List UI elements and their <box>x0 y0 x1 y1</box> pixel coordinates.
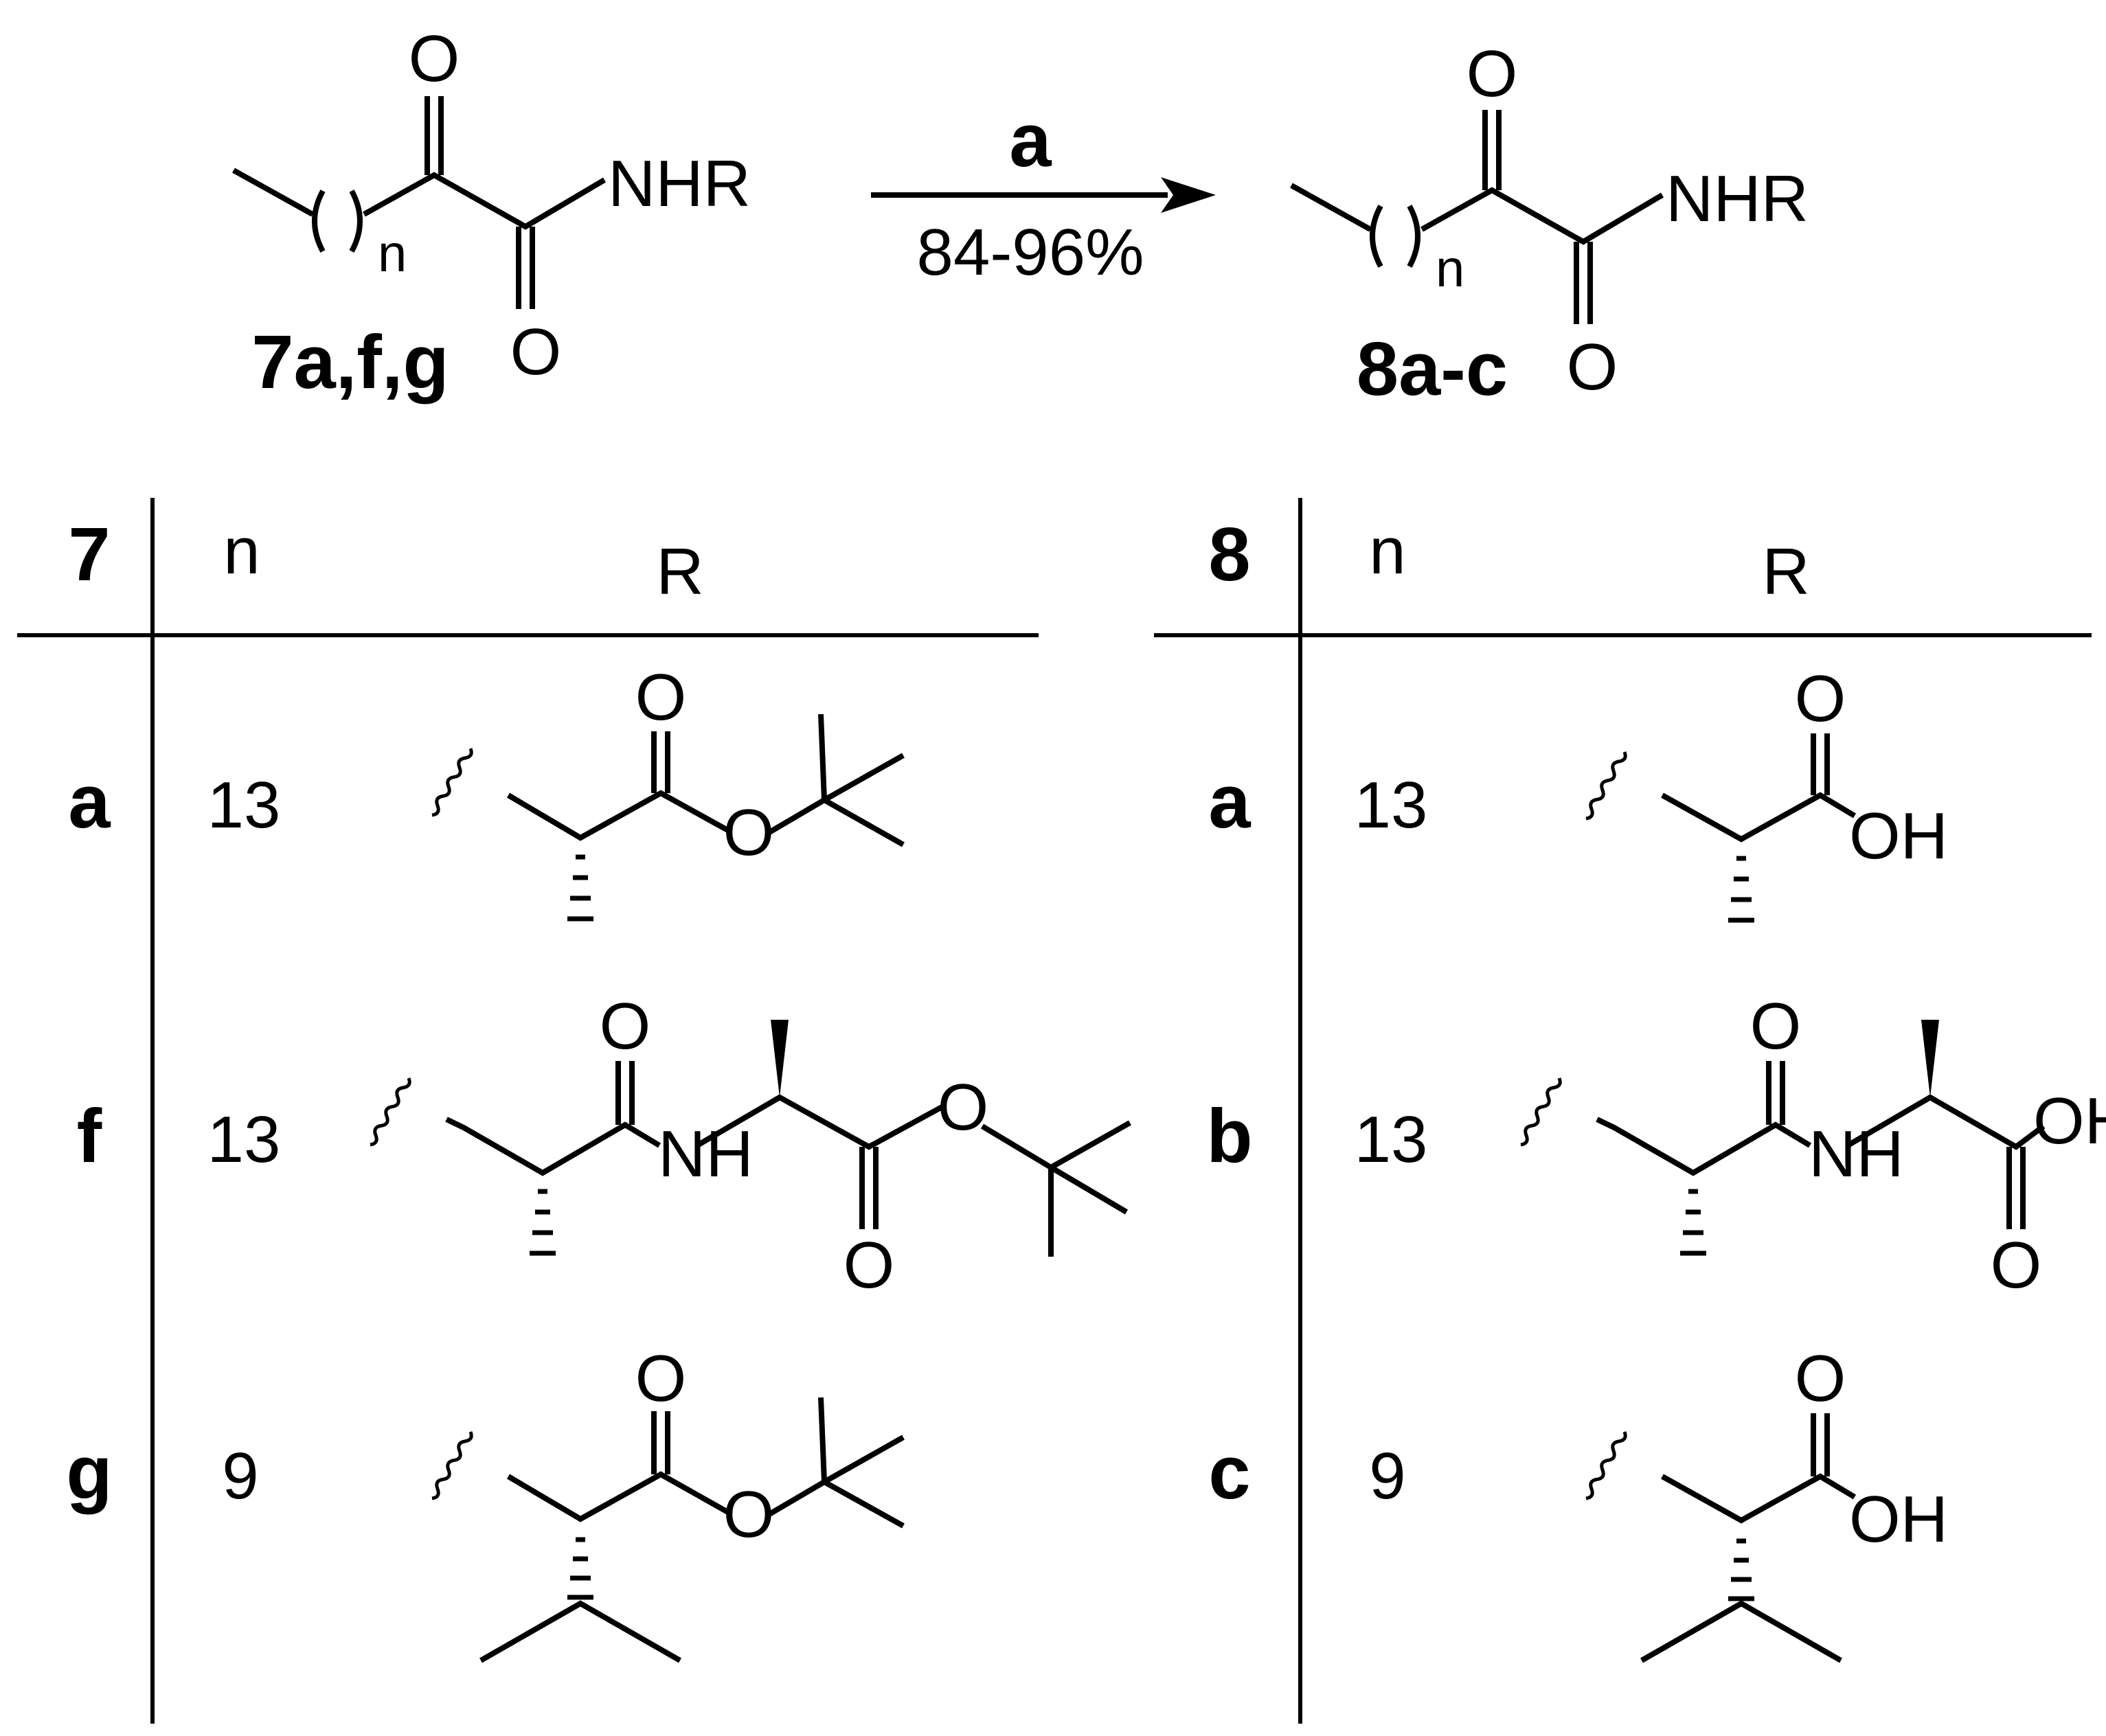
r-group-8b: O NH OH O <box>1518 990 2106 1302</box>
product-subscript-n: n <box>1436 240 1464 298</box>
7a-ester-oxygen: O <box>723 796 775 869</box>
table-8-header-compound: 8 <box>1208 512 1250 597</box>
7g-ester-oxygen: O <box>723 1478 775 1551</box>
reactant-subscript-n: n <box>378 225 407 283</box>
product-label: 8a-c <box>1357 327 1508 411</box>
product-oxygen-bottom: O <box>1567 330 1618 404</box>
table-8-header-r: R <box>1762 535 1809 608</box>
reactant-oxygen-top: O <box>409 22 460 95</box>
8b-nh: NH <box>1809 1117 1904 1191</box>
r-group-7f: O NH O O <box>367 990 1131 1302</box>
7f-amide-oxygen: O <box>600 990 651 1063</box>
8a-hydroxyl: OH <box>1849 799 1948 873</box>
7f-nh: NH <box>658 1117 754 1191</box>
table-7-header-n: n <box>223 514 260 588</box>
table-8-row-b-id: b <box>1206 1094 1252 1178</box>
reagent-label: a <box>1009 98 1052 183</box>
table-7: 7 n R a 13 f 13 g 9 <box>17 498 1039 1724</box>
reactant-label: 7a,f,g <box>251 320 449 404</box>
table-8-row-b-n: 13 <box>1355 1103 1428 1176</box>
8c-hydroxyl: OH <box>1849 1483 1948 1556</box>
table-7-row-f-id: f <box>77 1094 102 1178</box>
table-7-row-a-n: 13 <box>207 768 281 842</box>
7g-carbonyl-oxygen: O <box>635 1342 687 1415</box>
8b-hydroxyl: OH <box>2033 1084 2106 1158</box>
product-structure: O O NHR n <box>1290 37 1809 404</box>
table-7-header-r: R <box>656 535 703 608</box>
table-8-row-c-n: 9 <box>1369 1439 1405 1513</box>
7f-carbonyl-oxygen: O <box>843 1229 895 1302</box>
table-8-row-c-id: c <box>1208 1430 1250 1515</box>
reactant-nhr: NHR <box>608 147 751 220</box>
table-7-row-g-id: g <box>66 1430 112 1515</box>
r-group-7a: O O <box>429 661 905 922</box>
table-7-row-g-n: 9 <box>222 1439 258 1513</box>
table-7-header-compound: 7 <box>68 512 110 597</box>
reaction-arrow <box>871 177 1216 213</box>
yield-label: 84-96% <box>917 216 1144 289</box>
r-group-7g: O O <box>429 1342 905 1663</box>
product-nhr: NHR <box>1666 162 1809 236</box>
8b-carbonyl-oxygen: O <box>1991 1229 2042 1302</box>
table-8-header-n: n <box>1369 514 1405 588</box>
r-group-8a: O OH <box>1583 662 1948 923</box>
table-8-row-a-n: 13 <box>1355 768 1428 842</box>
table-7-row-f-n: 13 <box>207 1103 281 1176</box>
8b-amide-oxygen: O <box>1750 990 1802 1063</box>
table-7-row-a-id: a <box>68 760 111 844</box>
r-group-8c: O OH <box>1583 1342 1948 1663</box>
table-8-row-a-id: a <box>1208 760 1251 844</box>
8c-carbonyl-oxygen: O <box>1795 1342 1846 1415</box>
reactant-oxygen-bottom: O <box>510 315 562 389</box>
7a-carbonyl-oxygen: O <box>635 661 687 734</box>
table-8: 8 n R a 13 b 13 c 9 <box>1154 498 2092 1724</box>
reactant-structure: O O NHR n <box>232 22 751 389</box>
product-oxygen-top: O <box>1467 37 1518 111</box>
7f-ester-oxygen: O <box>938 1071 989 1144</box>
8a-carbonyl-oxygen: O <box>1795 662 1846 735</box>
